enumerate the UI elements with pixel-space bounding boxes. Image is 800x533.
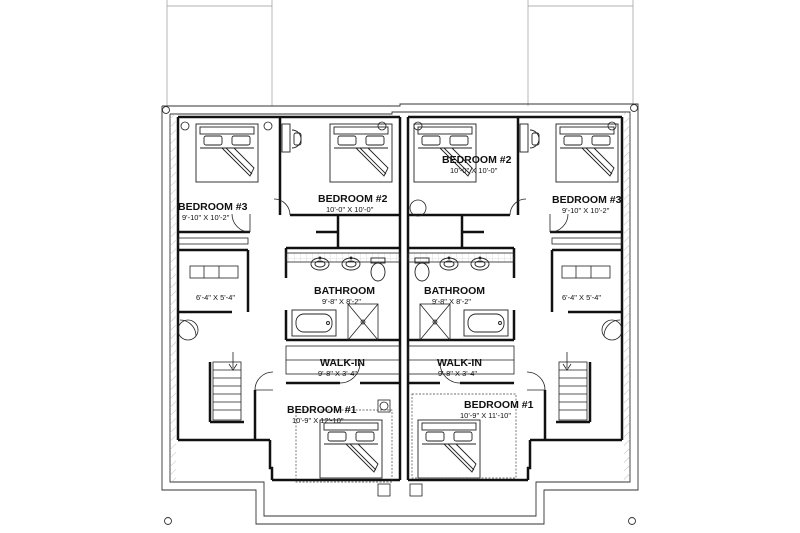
exterior-hatch [170,112,630,482]
room-dims-right-closet: 6'-4" X 5'-4" [562,293,601,302]
room-title-right-bathroom: BATHROOM [424,285,485,297]
stair-icon [558,352,588,421]
room-dims-left-bathroom: 9'-8" X 8'-2" [322,297,361,306]
room-labels: BEDROOM #3 9'-10" X 10'-2" BEDROOM #2 10… [178,154,622,425]
right-unit-walls [406,115,624,482]
bed-icon [195,123,259,183]
stair-icon [212,352,242,421]
nightstand-icon [409,121,617,497]
room-dims-right-walkin: 9'-8" X 3'-4" [438,369,477,378]
bathtub-icon [463,309,509,337]
room-title-right-bedroom1: BEDROOM #1 [464,399,534,411]
left-unit-thin [177,198,401,391]
room-dims-right-bedroom2: 10'-0" X 10'-0" [450,166,498,175]
bed-icon [555,123,619,183]
nightstand-icon [180,121,391,497]
room-dims-left-bedroom2: 10'-0" X 10'-0" [326,205,374,214]
rug-icon [411,393,517,479]
room-dims-left-closet: 6'-4" X 5'-4" [196,293,235,302]
room-dims-left-bedroom1: 10'-9" X 12'-10" [292,416,344,425]
room-dims-right-bedroom3: 9'-10" X 10'-2" [562,206,610,215]
room-title-left-bathroom: BATHROOM [314,285,375,297]
room-dims-right-bedroom1: 10'-9" X 11'-10" [460,411,511,420]
room-dims-right-bathroom: 9'-8" X 8'-2" [432,297,471,306]
room-title-left-bedroom2: BEDROOM #2 [318,193,388,205]
room-dims-left-walkin: 9'-8" X 3'-4" [318,369,357,378]
building-outline [161,103,639,525]
room-dims-left-bedroom3: 9'-10" X 10'-2" [182,213,230,222]
bed-icon [329,123,393,183]
desk-chair-icon [519,123,540,153]
room-title-left-bedroom3: BEDROOM #3 [178,201,248,213]
room-title-right-bedroom3: BEDROOM #3 [552,194,622,206]
shower-icon [347,303,379,341]
right-unit-thin [407,198,623,391]
shower-icon [419,303,451,341]
room-title-left-walkin: WALK-IN [320,357,365,369]
room-title-right-walkin: WALK-IN [437,357,482,369]
left-unit-walls [176,115,402,482]
room-title-left-bedroom1: BEDROOM #1 [287,404,357,416]
desk-chair-icon [281,123,302,153]
bed-icon [417,419,481,479]
property-lines [166,0,634,106]
room-title-right-bedroom2: BEDROOM #2 [442,154,512,166]
corner-columns [162,104,638,525]
bed-icon [319,419,383,479]
bathtub-icon [291,309,337,337]
